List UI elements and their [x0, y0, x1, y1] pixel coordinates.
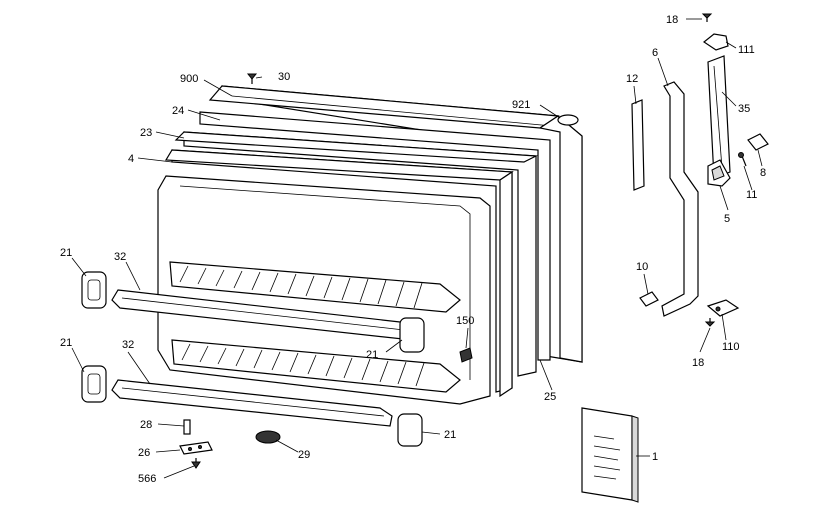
callout-11: 11 [746, 189, 757, 201]
screw-566 [191, 458, 201, 469]
callout-566: 566 [138, 473, 156, 485]
callout-32-lower: 32 [122, 339, 134, 351]
callout-12: 12 [626, 73, 638, 85]
callout-30: 30 [278, 71, 290, 83]
callout-4: 4 [128, 153, 134, 165]
trim-strip-35 [707, 55, 731, 179]
callout-26: 26 [138, 447, 150, 459]
callout-21-upper-left: 21 [60, 247, 72, 259]
hinge-110 [706, 299, 740, 317]
end-cap-lower-right [397, 413, 423, 447]
callout-28: 28 [140, 419, 152, 431]
door-shelf-bar-upper [111, 289, 425, 353]
callout-21-lower-right: 21 [444, 429, 456, 441]
end-cap-lower-left [81, 365, 107, 403]
callout-21-mid: 21 [366, 349, 378, 361]
part-150 [459, 347, 473, 363]
callout-6: 6 [652, 47, 658, 59]
hinge-5 [707, 159, 731, 187]
screw-18-bottom [704, 318, 716, 327]
cap-8 [747, 133, 769, 151]
bracket-111 [702, 33, 729, 51]
screw-30 [246, 73, 258, 84]
screw-28 [183, 419, 191, 435]
callout-921: 921 [512, 99, 530, 111]
door-gasket [199, 111, 551, 361]
trim-strip-12 [631, 99, 645, 191]
callout-150: 150 [456, 315, 474, 327]
plug-29 [255, 430, 281, 444]
callout-18-bottom: 18 [692, 357, 704, 369]
screw-11 [738, 152, 747, 167]
door-bin-body [157, 175, 491, 405]
callout-35: 35 [738, 103, 750, 115]
callout-21-lower-left: 21 [60, 337, 72, 349]
door-shelf-bar-lower [111, 379, 393, 427]
callout-24: 24 [172, 105, 184, 117]
callout-10: 10 [636, 261, 648, 273]
door-frame [174, 131, 539, 377]
bracket-26 [179, 441, 213, 455]
callout-8: 8 [760, 167, 766, 179]
clip-10 [639, 291, 659, 307]
callout-18-top: 18 [666, 14, 678, 26]
owners-manual-1 [581, 407, 639, 503]
callout-5: 5 [724, 213, 730, 225]
callout-32-upper: 32 [114, 251, 126, 263]
callout-29: 29 [298, 449, 310, 461]
callout-25: 25 [544, 391, 556, 403]
door-inner-liner [164, 149, 514, 398]
callout-23: 23 [140, 127, 152, 139]
callout-labels: 18 111 6 12 35 8 11 5 10 110 18 900 30 9… [60, 14, 766, 485]
callout-111: 111 [738, 44, 755, 56]
leader-lines [71, 18, 763, 479]
plug-921 [557, 114, 579, 126]
callout-900: 900 [180, 73, 198, 85]
callout-1: 1 [652, 451, 658, 463]
handle-6 [661, 81, 699, 317]
end-cap-upper-left [81, 271, 107, 309]
callout-110: 110 [722, 341, 740, 353]
screw-18-top [701, 13, 713, 22]
